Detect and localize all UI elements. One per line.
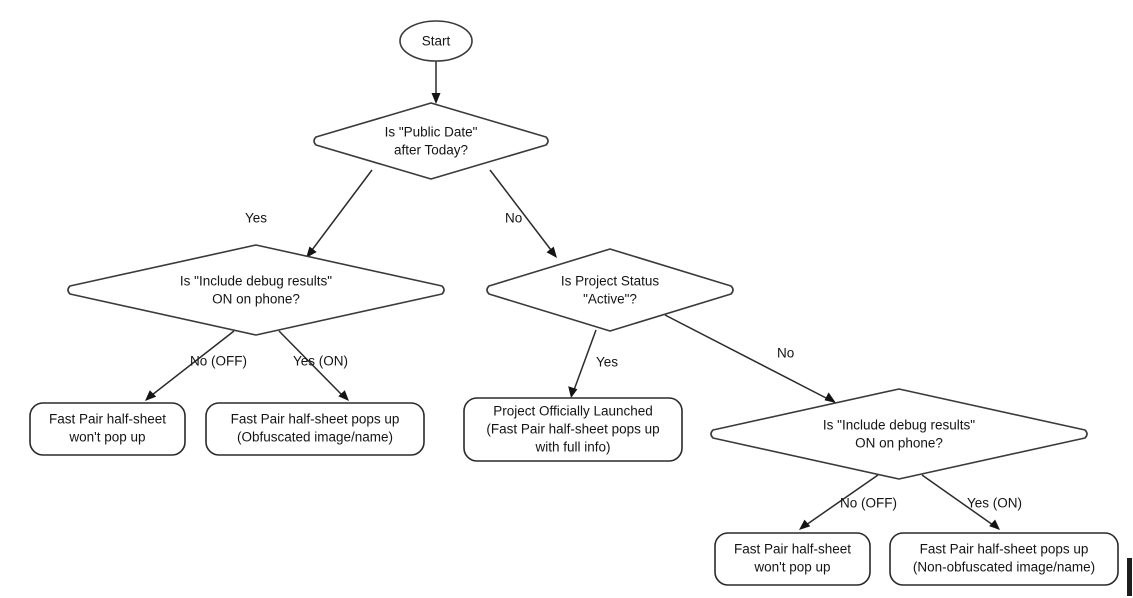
edge-label-project-status-no: No (777, 346, 794, 361)
edge-layer (145, 61, 1000, 530)
debug-left-label-line1: Is "Include debug results" (180, 274, 332, 289)
node-terminal-left-off[interactable]: Fast Pair half-sheet won't pop up (29, 402, 186, 456)
edge-public-date-no (489, 169, 557, 258)
node-decision-project-status[interactable]: Is Project Status "Active"? (486, 248, 734, 332)
project-status-label-line2: "Active"? (583, 292, 637, 307)
node-terminal-left-on[interactable]: Fast Pair half-sheet pops up (Obfuscated… (205, 402, 425, 456)
edge-label-public-date-no: No (505, 211, 522, 226)
debug-right-label-line1: Is "Include debug results" (823, 418, 975, 433)
right-off-label-line1: Fast Pair half-sheet (734, 542, 851, 557)
left-on-label-line1: Fast Pair half-sheet pops up (231, 412, 400, 427)
edge-public-date-yes (306, 169, 373, 258)
left-on-label-line2: (Obfuscated image/name) (237, 430, 393, 445)
edge-project-status-no (664, 314, 836, 403)
edge-label-public-date-yes: Yes (245, 211, 267, 226)
start-ellipse (399, 20, 473, 62)
edge-label-project-status-yes: Yes (596, 355, 618, 370)
project-status-label-line1: Is Project Status (561, 274, 660, 289)
right-on-label-line1: Fast Pair half-sheet pops up (920, 542, 1089, 557)
debug-left-label-line2: ON on phone? (212, 292, 300, 307)
edge-debug-right-on (921, 474, 1000, 530)
debug-right-label-line2: ON on phone? (855, 436, 943, 451)
edge-label-layer: Yes No No (OFF) Yes (ON) Yes No No (OFF)… (190, 211, 1022, 511)
edge-debug-left-off (145, 330, 235, 401)
right-off-label-line2: won't pop up (753, 560, 830, 575)
left-off-box (29, 402, 186, 456)
edge-debug-left-on (278, 330, 349, 401)
debug-right-diamond (710, 388, 1088, 480)
launched-label-line2: (Fast Pair half-sheet pops up (486, 422, 659, 437)
right-off-box (714, 532, 871, 586)
public-date-label-line1: Is "Public Date" (385, 125, 478, 140)
launched-label-line3: with full info) (534, 440, 610, 455)
node-decision-debug-left[interactable]: Is "Include debug results" ON on phone? (67, 244, 445, 336)
edge-project-status-yes (568, 329, 597, 398)
node-terminal-right-on[interactable]: Fast Pair half-sheet pops up (Non-obfusc… (889, 532, 1119, 586)
right-on-box (889, 532, 1119, 586)
node-start[interactable]: Start (399, 20, 473, 62)
edge-label-debug-left-off: No (OFF) (190, 354, 247, 369)
left-off-label-line2: won't pop up (68, 430, 145, 445)
page-edge-artifact (1127, 558, 1132, 596)
project-status-diamond (486, 248, 734, 332)
node-decision-debug-right[interactable]: Is "Include debug results" ON on phone? (710, 388, 1088, 480)
edge-label-debug-left-on: Yes (ON) (293, 354, 348, 369)
debug-left-diamond (67, 244, 445, 336)
edge-debug-right-off (799, 474, 879, 530)
left-on-box (205, 402, 425, 456)
node-terminal-right-off[interactable]: Fast Pair half-sheet won't pop up (714, 532, 871, 586)
left-off-label-line1: Fast Pair half-sheet (49, 412, 166, 427)
edge-start-to-public-date (431, 61, 441, 104)
start-label: Start (422, 34, 451, 49)
node-terminal-launched[interactable]: Project Officially Launched (Fast Pair h… (463, 397, 683, 462)
launched-label-line1: Project Officially Launched (493, 404, 653, 419)
node-decision-public-date[interactable]: Is "Public Date" after Today? (313, 102, 549, 180)
edge-label-debug-right-off: No (OFF) (840, 496, 897, 511)
edge-label-debug-right-on: Yes (ON) (967, 496, 1022, 511)
launched-box (463, 397, 683, 462)
public-date-diamond (313, 102, 549, 180)
public-date-label-line2: after Today? (394, 143, 468, 158)
right-on-label-line2: (Non-obfuscated image/name) (913, 560, 1095, 575)
